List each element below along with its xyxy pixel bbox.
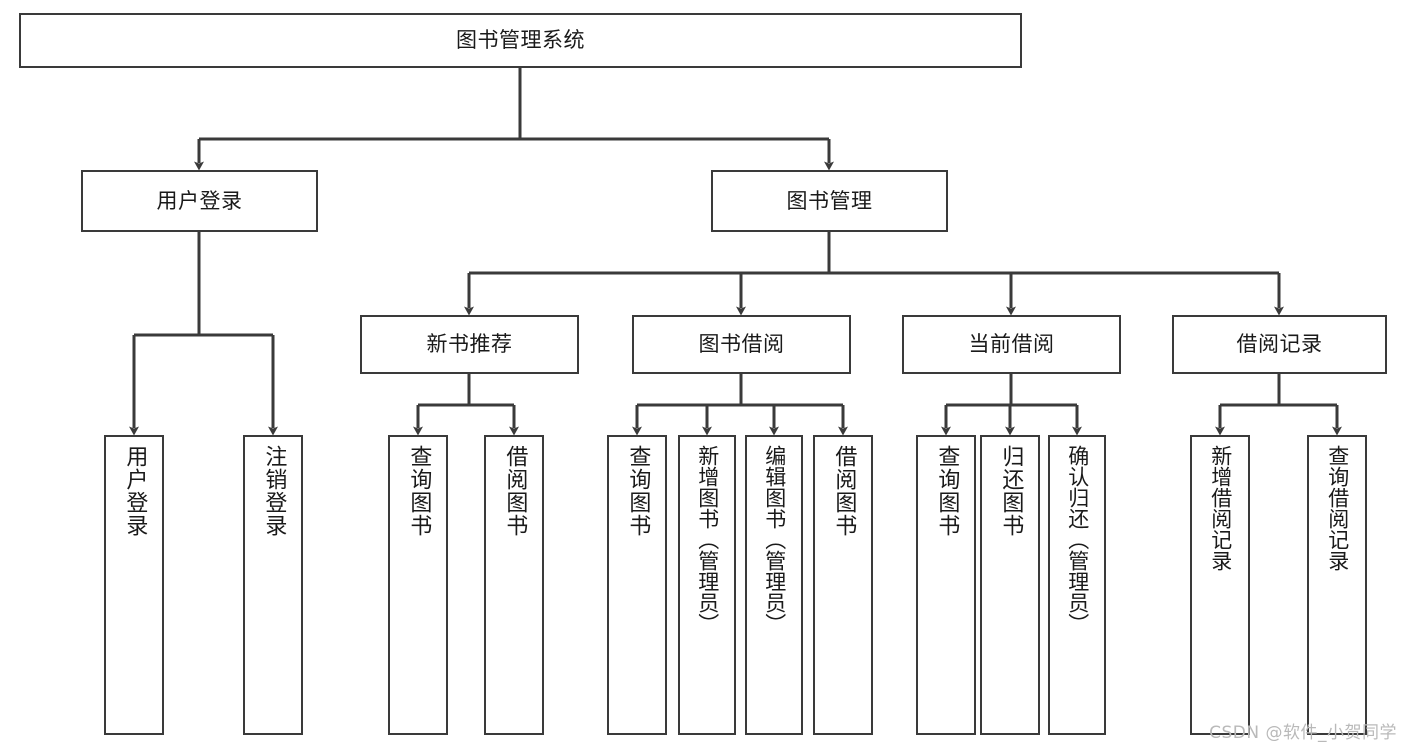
node-book-manage-label: 图书管理 — [786, 188, 873, 213]
edge-group-book-borrow — [632, 374, 848, 436]
node-leaf-query-book-1-label: 查询图书 — [406, 445, 432, 537]
node-leaf-add-book[interactable]: 新增图书（管理员） — [678, 435, 736, 735]
node-borrow-record[interactable]: 借阅记录 — [1172, 315, 1387, 374]
edge-group-current-borrow — [941, 374, 1082, 436]
edge-group-user-login — [129, 232, 278, 436]
node-leaf-borrow-book-1[interactable]: 借阅图书 — [484, 435, 544, 735]
node-leaf-borrow-book-1-label: 借阅图书 — [502, 445, 528, 537]
node-leaf-query-book-1[interactable]: 查询图书 — [388, 435, 448, 735]
node-user-login-label: 用户登录 — [156, 188, 243, 213]
node-leaf-query-book-3-label: 查询图书 — [934, 445, 960, 537]
node-leaf-confirm-return[interactable]: 确认归还（管理员） — [1048, 435, 1106, 735]
node-leaf-user-login-label: 用户登录 — [122, 445, 148, 537]
node-leaf-query-record-label: 查询借阅记录 — [1325, 445, 1350, 571]
node-new-book-rec[interactable]: 新书推荐 — [360, 315, 579, 374]
edge-group-root — [194, 68, 834, 171]
node-leaf-logout[interactable]: 注销登录 — [243, 435, 303, 735]
node-root-label: 图书管理系统 — [456, 28, 585, 53]
node-current-borrow-label: 当前借阅 — [968, 332, 1055, 357]
csdn-watermark: CSDN @软件_小贺同学 — [1209, 723, 1397, 743]
edge-group-book-manage — [464, 232, 1284, 316]
node-leaf-query-book-3[interactable]: 查询图书 — [916, 435, 976, 735]
node-leaf-edit-book[interactable]: 编辑图书（管理员） — [745, 435, 803, 735]
node-current-borrow[interactable]: 当前借阅 — [902, 315, 1121, 374]
node-leaf-borrow-book-2[interactable]: 借阅图书 — [813, 435, 873, 735]
edge-group-new-book-rec — [413, 374, 519, 436]
node-new-book-rec-label: 新书推荐 — [426, 332, 513, 357]
node-leaf-add-book-label: 新增图书（管理员） — [695, 445, 720, 634]
node-leaf-query-book-2[interactable]: 查询图书 — [607, 435, 667, 735]
node-book-borrow[interactable]: 图书借阅 — [632, 315, 851, 374]
node-leaf-edit-book-label: 编辑图书（管理员） — [762, 445, 787, 634]
node-leaf-return-book-label: 归还图书 — [998, 445, 1024, 537]
node-leaf-query-record[interactable]: 查询借阅记录 — [1307, 435, 1367, 735]
node-leaf-borrow-book-2-label: 借阅图书 — [831, 445, 857, 537]
node-borrow-record-label: 借阅记录 — [1236, 332, 1323, 357]
node-root[interactable]: 图书管理系统 — [19, 13, 1022, 68]
node-book-manage[interactable]: 图书管理 — [711, 170, 948, 232]
node-leaf-add-record[interactable]: 新增借阅记录 — [1190, 435, 1250, 735]
node-leaf-add-record-label: 新增借阅记录 — [1208, 445, 1233, 571]
node-leaf-confirm-return-label: 确认归还（管理员） — [1065, 445, 1090, 634]
node-leaf-query-book-2-label: 查询图书 — [625, 445, 651, 537]
node-leaf-user-login[interactable]: 用户登录 — [104, 435, 164, 735]
node-book-borrow-label: 图书借阅 — [698, 332, 785, 357]
node-leaf-logout-label: 注销登录 — [261, 445, 287, 537]
node-leaf-return-book[interactable]: 归还图书 — [980, 435, 1040, 735]
edge-group-borrow-record — [1215, 374, 1342, 436]
node-user-login[interactable]: 用户登录 — [81, 170, 318, 232]
